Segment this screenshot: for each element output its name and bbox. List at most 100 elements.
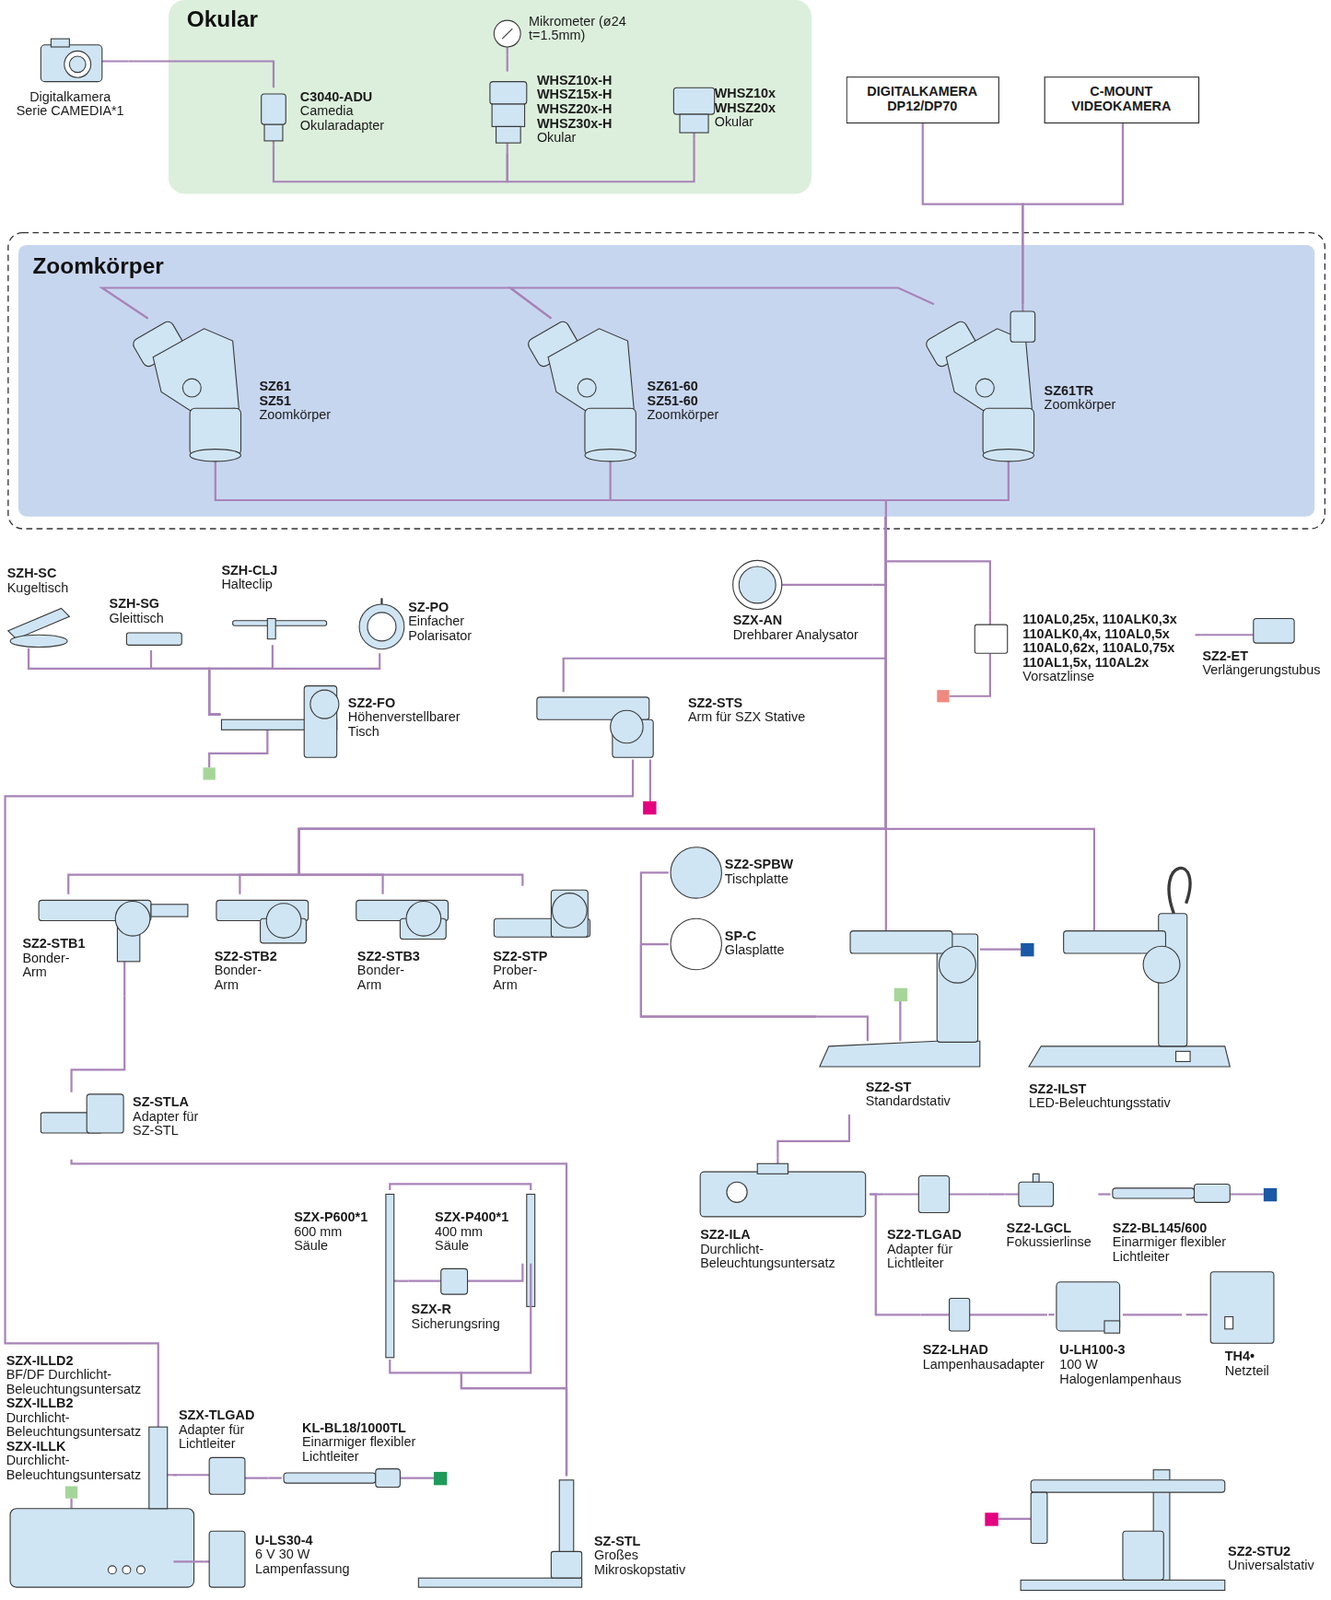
device-box: DIGITALKAMERA DP12/DP70 [846, 76, 1000, 124]
power-supply [1210, 1272, 1274, 1344]
stand-base [819, 1040, 981, 1067]
part-code: SZ2-STB3 [357, 949, 421, 965]
part-node: SP-CGlasplatte [668, 916, 789, 974]
connector-line [510, 287, 935, 318]
pillar [385, 1194, 395, 1358]
part-node: DigitalkameraSerie CAMEDIA*1 [14, 36, 129, 125]
panel-title: Zoomkörper [32, 253, 164, 281]
group-outline [8, 233, 1325, 529]
connector-line [1097, 1192, 1110, 1195]
part-description: Bonder-Arm [22, 951, 79, 981]
part-node: SZX-ANDrehbarer Analysator [729, 557, 873, 648]
connector-line [510, 1263, 523, 1282]
zoom-body [130, 319, 241, 462]
marker-wire [71, 653, 1264, 1519]
text-group: SZ-STLAAdapter für SZ-STL [132, 1095, 205, 1139]
text-group: SZ2-STSArm für SZX Stative [688, 696, 806, 725]
part-code: SZ61TR [1044, 384, 1117, 399]
universal-stand-block [1122, 1530, 1164, 1580]
connector-line [71, 996, 126, 1093]
part-node: Mikrometer (ø24 t=1.5mm) [491, 11, 635, 56]
part-code: SZ2-BL145/600 [1112, 1220, 1236, 1236]
part-description: Lampenhausadapter [922, 1357, 1045, 1373]
part-node: SZ2-STStandardstativ [817, 916, 986, 1115]
camera-flash [50, 38, 70, 47]
part-node: SZ2-STPProber-Arm [490, 886, 595, 997]
part-code: WHSZ10x-H WHSZ15x-H WHSZ20x-H WHSZ30x-H [537, 73, 624, 131]
large-stand-foot [550, 1551, 582, 1578]
part-description: Prober-Arm [492, 963, 549, 993]
part-description: Einarmiger flexibler Lichtleiter [302, 1435, 425, 1464]
connector-line [299, 516, 887, 887]
camera-body [40, 45, 102, 82]
part-description: Zoomkörper [647, 408, 720, 423]
text-group: SZX-ANDrehbarer Analysator [733, 613, 859, 643]
part-description: 400 mm Säule [434, 1225, 489, 1254]
connector-line [872, 516, 886, 585]
text-group: SZH-SCKugeltisch [7, 566, 69, 596]
eyepiece-adapter [261, 93, 287, 125]
part-description: Großes Mikroskopstativ [594, 1548, 697, 1577]
universal-stand-holder [1030, 1492, 1048, 1543]
button [122, 1565, 131, 1575]
universal-stand-base [1020, 1579, 1226, 1590]
power-switch [1225, 1316, 1234, 1329]
text-group: SZ2-SPBWTischplatte [724, 857, 794, 887]
focus-lens [1032, 1173, 1040, 1182]
connector-line [68, 516, 887, 895]
part-code: SZ2-LGCL [1006, 1220, 1092, 1236]
part-node: SZ61 SZ51Zoomkörper [132, 318, 348, 468]
text-group: Mikrometer (ø24 t=1.5mm) [528, 14, 631, 44]
stage-knob [310, 689, 339, 719]
part-code: SZ-PO [408, 600, 485, 616]
part-node: WHSZ10x WHSZ20xOkular [669, 83, 803, 140]
part-description: Netzteil [1225, 1363, 1270, 1378]
part-code: U-LH100-3 [1059, 1342, 1182, 1358]
eyepiece [490, 81, 527, 105]
part-code: WHSZ10x WHSZ20x [714, 86, 787, 116]
part-code: SZ2-LHAD [922, 1342, 1045, 1358]
text-group: SZ-POEinfacher Polarisator [408, 600, 485, 644]
part-description: Vorsatzlinse [1022, 669, 1191, 685]
connector-line [173, 1473, 176, 1476]
color-marker [203, 767, 216, 780]
part-description: Halteclip [221, 577, 278, 593]
part-code: SZ2-STP [492, 949, 549, 965]
lamp-socket [209, 1530, 246, 1588]
part-node: SZH-CLJHalteclip [218, 560, 333, 645]
part-code: SZX-AN [733, 613, 859, 629]
zoom-body [525, 319, 636, 462]
guide-adapter [918, 1176, 949, 1214]
part-node: SZX-P400*1400 mm Säule [432, 1190, 539, 1264]
text-group: SZX-P400*1400 mm Säule [434, 1210, 509, 1254]
part-description: Einarmiger flexibler Lichtleiter [1112, 1235, 1236, 1264]
color-marker [642, 801, 656, 815]
part-code: SZ2-FO [348, 696, 471, 712]
connector-line [641, 872, 818, 1016]
part-node: KL-BL18/1000TLEinarmiger flexibler Licht… [281, 1418, 430, 1493]
illuminator-base [700, 1171, 866, 1217]
stand-knob [1143, 945, 1180, 983]
part-description: Okular [537, 130, 624, 146]
extension-tube [1253, 618, 1295, 644]
text-group: SZX-TLGADAdapter für Lichtleiter [178, 1408, 255, 1452]
part-code: SZ2-ET [1202, 649, 1320, 665]
text-group: SZX-ILLD2BF/DF Durchlicht-Beleuchtungsun… [6, 1353, 146, 1483]
part-code: SZH-CLJ [221, 563, 278, 579]
part-description: Camedia Okularadapter [300, 104, 395, 133]
text-group: SZH-SGGleittisch [109, 596, 164, 626]
part-code: 110AL0,25x, 110ALK0,3x 110ALK0,4x, 110AL… [1022, 612, 1191, 670]
part-node: SZ2-TLGADAdapter für Lichtleiter [884, 1168, 989, 1284]
connector-line [461, 1263, 567, 1476]
device-box: C-MOUNT VIDEOKAMERA [1044, 76, 1200, 124]
connector-line [1186, 1313, 1208, 1316]
text-group: DigitalkameraSerie CAMEDIA*1 [16, 90, 125, 119]
part-description: Digitalkamera [16, 90, 125, 106]
part-description: Einfacher Polarisator [408, 614, 485, 643]
stand-knob [938, 945, 976, 983]
connector-line [397, 1280, 409, 1283]
color-marker [433, 1471, 447, 1485]
part-description: Kugeltisch [7, 581, 69, 596]
arm-block [550, 889, 588, 937]
part-node: 110AL0,25x, 110ALK0,3x 110ALK0,4x, 110AL… [969, 610, 1196, 693]
